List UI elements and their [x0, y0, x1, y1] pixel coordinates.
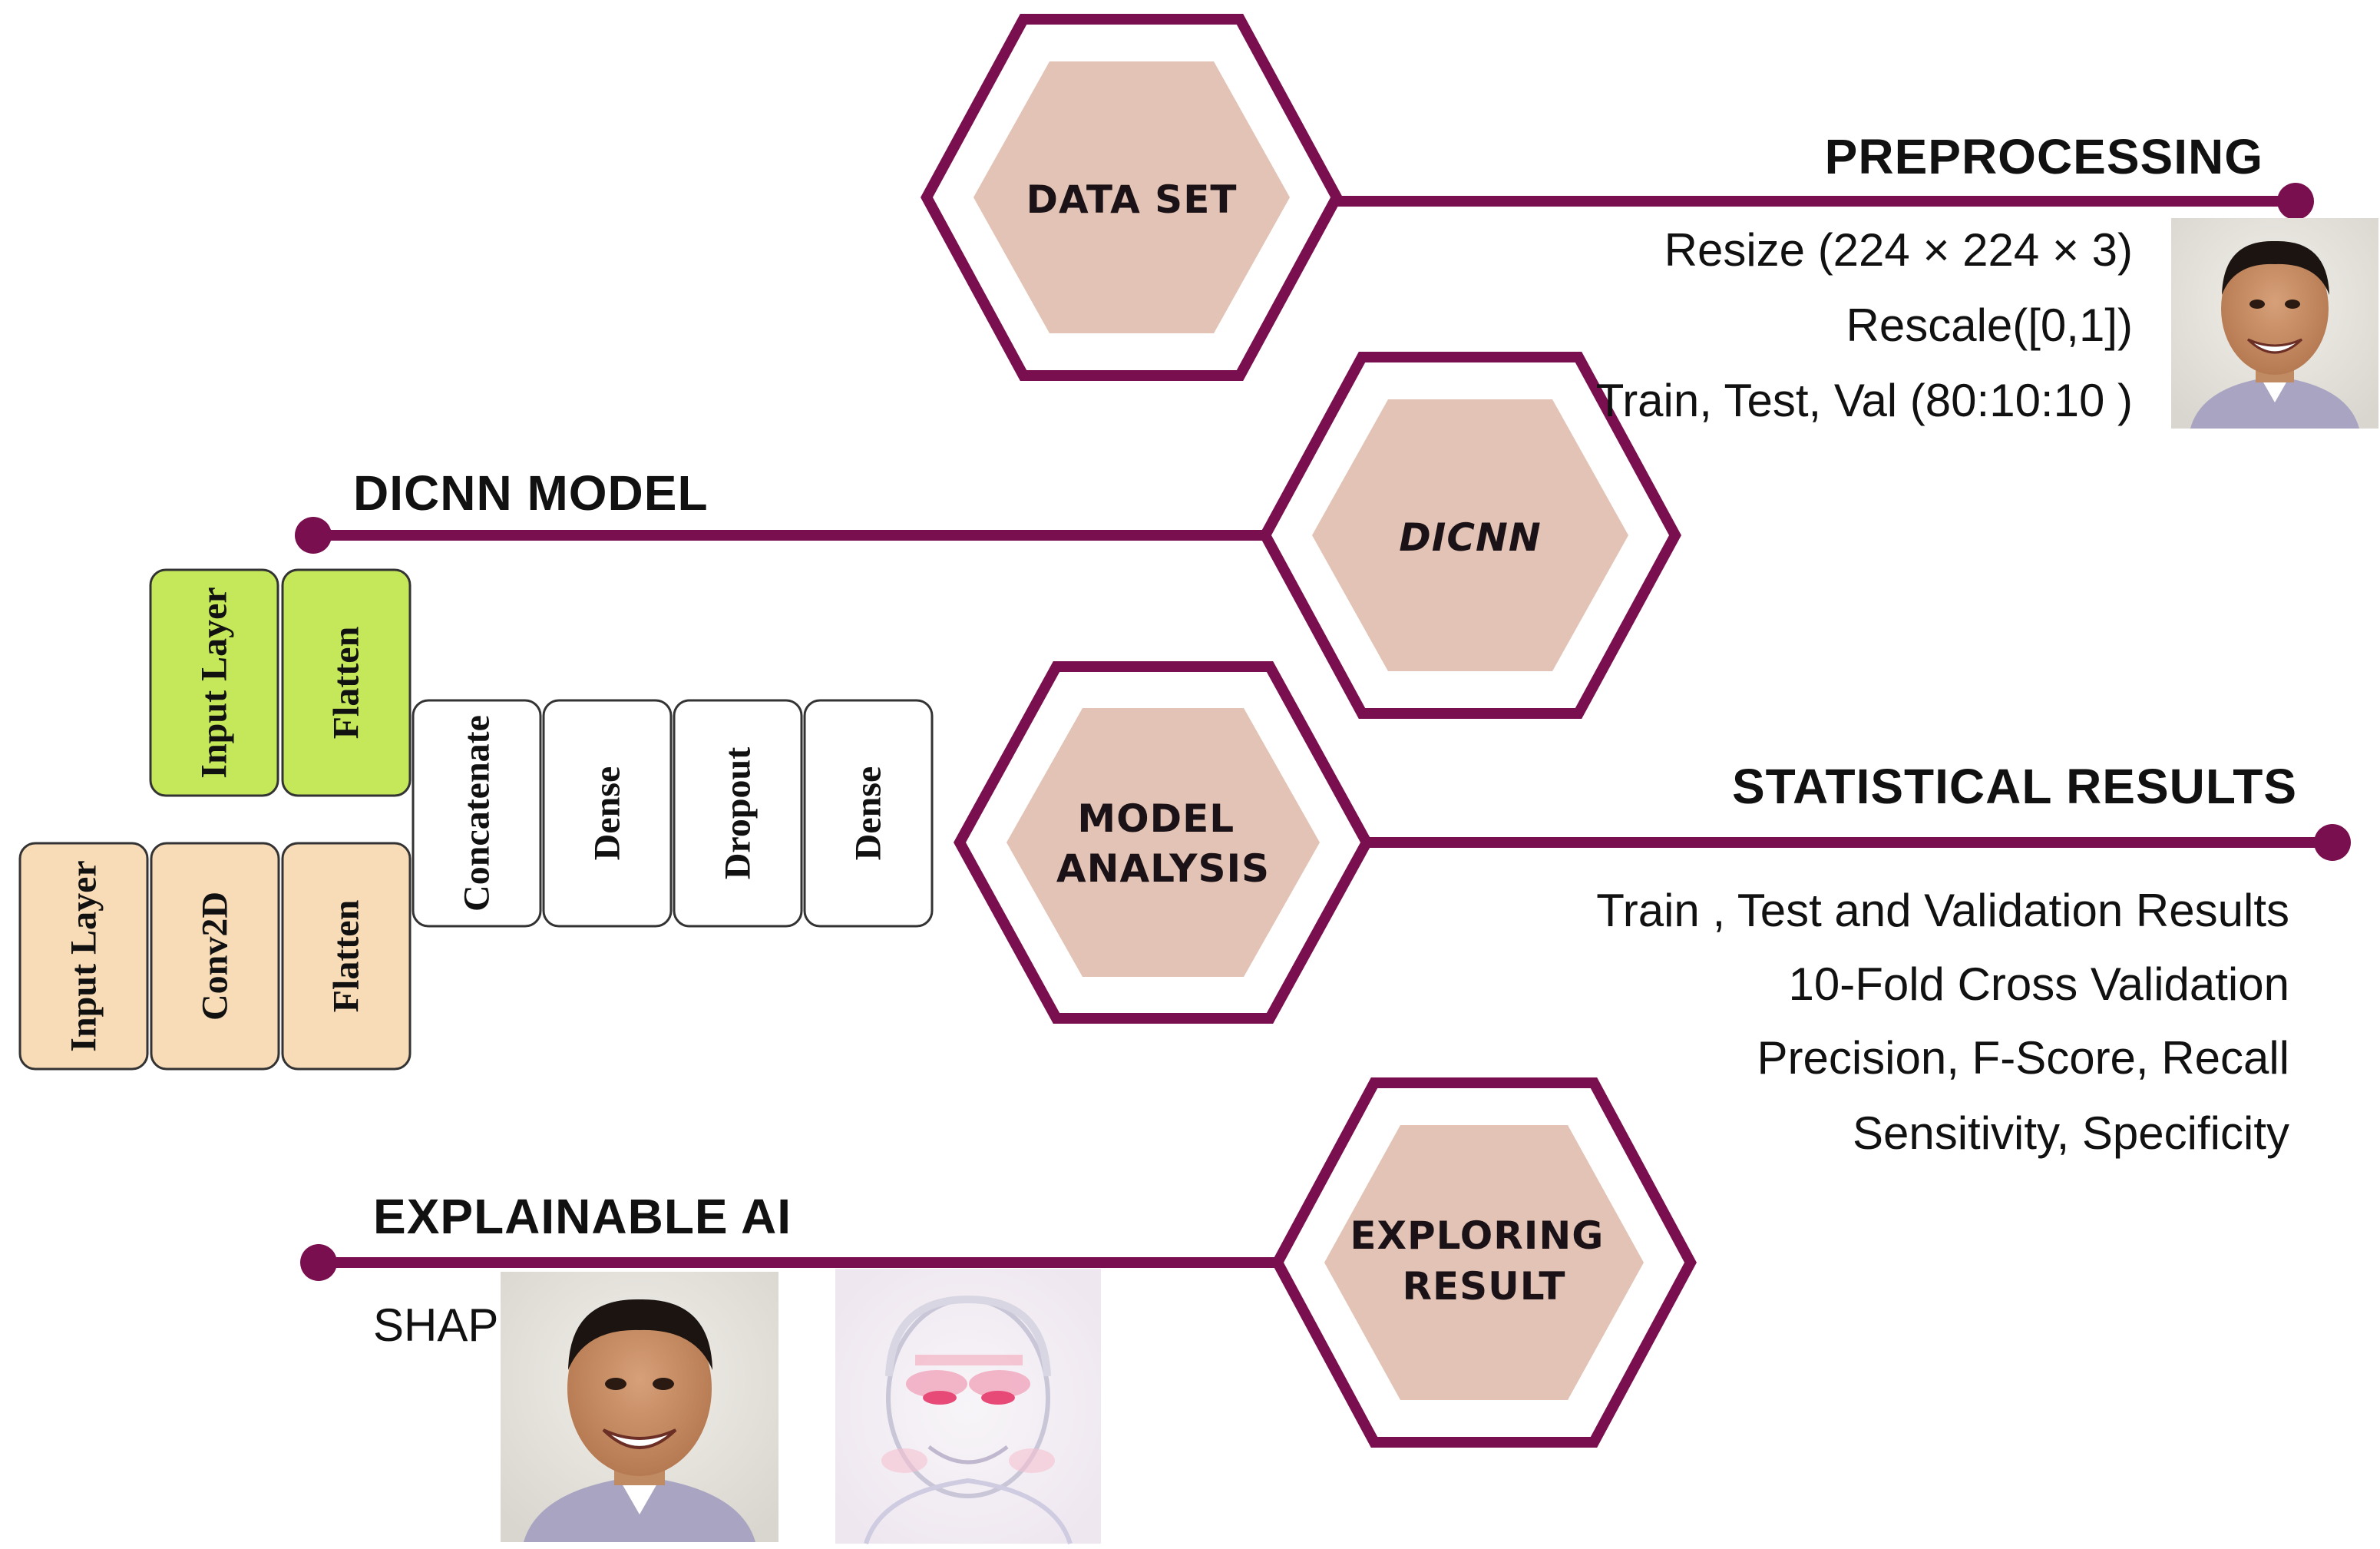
hexagon-exploring-result: EXPLORING RESULT: [1271, 1077, 1697, 1448]
shap-original-face-image: [501, 1272, 778, 1542]
preprocessing-detail-split: Train, Test, Val (80:10:10 ): [1596, 375, 2133, 426]
layer-block-dense-2: Dense: [803, 699, 934, 928]
svg-text:MODEL ANALYSIS: MODEL ANALYSIS: [1056, 796, 1270, 891]
model-branch-bottom: Input Layer Conv2D Flatten: [18, 842, 412, 1071]
preprocessing-detail-rescale: Rescale([0,1]): [1846, 300, 2133, 351]
layer-block-conv2d: Conv2D: [150, 842, 280, 1071]
layer-block-flatten-bottom: Flatten: [281, 842, 412, 1071]
hexagon-data-set-label: DATA SET: [1026, 177, 1238, 222]
layer-block-concatenate: Concatenate: [412, 699, 542, 928]
shap-heatmap-image: [835, 1269, 1101, 1544]
statistical-results-title: STATISTICAL RESULTS: [1732, 759, 2297, 814]
hexagon-model-analysis: MODEL ANALYSIS: [954, 661, 1373, 1024]
model-merged-layers: Concatenate Dense Dropout Dense: [412, 699, 934, 928]
preprocessing-detail-resize: Resize (224 × 224 × 3): [1664, 224, 2133, 276]
statistical-results-detail-2: 10-Fold Cross Validation: [1788, 958, 2289, 1010]
statistical-results-detail-3: Precision, F-Score, Recall: [1757, 1032, 2289, 1084]
hexagon-dicnn: DICNN: [1259, 352, 1681, 719]
layer-label-conv2d: Conv2D: [195, 892, 236, 1021]
layer-label-flatten-top: Flatten: [326, 627, 367, 740]
statistical-results-detail-4: Sensitivity, Specificity: [1853, 1107, 2289, 1159]
svg-text:DATA SET: DATA SET: [1026, 177, 1238, 222]
layer-label-flatten-bottom: Flatten: [326, 900, 367, 1013]
layer-block-dense-1: Dense: [542, 699, 673, 928]
layer-label-dense-1: Dense: [587, 766, 628, 861]
layer-label-dropout: Dropout: [718, 747, 759, 879]
dicnn-model-connector-dot: [295, 517, 332, 554]
preprocessing-title: PREPROCESSING: [1825, 129, 2263, 184]
explainable-ai-connector-dot: [300, 1244, 337, 1281]
svg-text:DICNN: DICNN: [1399, 515, 1542, 560]
model-branch-top: Input Layer Flatten: [149, 568, 412, 797]
statistical-results-detail-1: Train , Test and Validation Results: [1596, 885, 2289, 936]
hexagon-exploring-result-label-1: EXPLORING: [1350, 1213, 1604, 1258]
layer-label-dense-2: Dense: [848, 766, 889, 861]
hexagon-model-analysis-label-1: MODEL: [1077, 796, 1235, 841]
explainable-ai-title: EXPLAINABLE AI: [373, 1189, 792, 1244]
layer-block-input-bottom: Input Layer: [18, 842, 149, 1071]
explainable-ai-section: EXPLAINABLE AI SHAP: [373, 1189, 1101, 1544]
statistical-results-connector-dot: [2314, 824, 2351, 861]
layer-label-input-top: Input Layer: [194, 587, 235, 778]
statistical-results-section: STATISTICAL RESULTS Train , Test and Val…: [1596, 759, 2297, 1159]
dicnn-model-title: DICNN MODEL: [353, 465, 709, 521]
hexagon-exploring-result-label-2: RESULT: [1403, 1264, 1566, 1309]
layer-block-dropout: Dropout: [673, 699, 803, 928]
layer-block-flatten-top: Flatten: [281, 568, 412, 797]
preprocessing-connector-dot: [2277, 183, 2314, 220]
hexagon-data-set: DATA SET: [921, 14, 1343, 381]
layer-label-input-bottom: Input Layer: [64, 860, 104, 1051]
hexagon-model-analysis-label-2: ANALYSIS: [1056, 846, 1270, 891]
shap-label: SHAP: [373, 1299, 498, 1351]
preprocessing-face-image: [2171, 218, 2378, 429]
hexagon-dicnn-label: DICNN: [1399, 515, 1542, 560]
layer-label-concatenate: Concatenate: [457, 715, 497, 912]
svg-text:EXPLORING RESULT: EXPLORING RESULT: [1350, 1213, 1618, 1309]
dicnn-model-section: DICNN MODEL Input Layer Flatten Input La…: [18, 465, 934, 1071]
preprocessing-section: PREPROCESSING Resize (224 × 224 × 3) Res…: [1596, 129, 2378, 429]
layer-block-input-top: Input Layer: [149, 568, 279, 797]
connector-lines: [295, 183, 2351, 1281]
